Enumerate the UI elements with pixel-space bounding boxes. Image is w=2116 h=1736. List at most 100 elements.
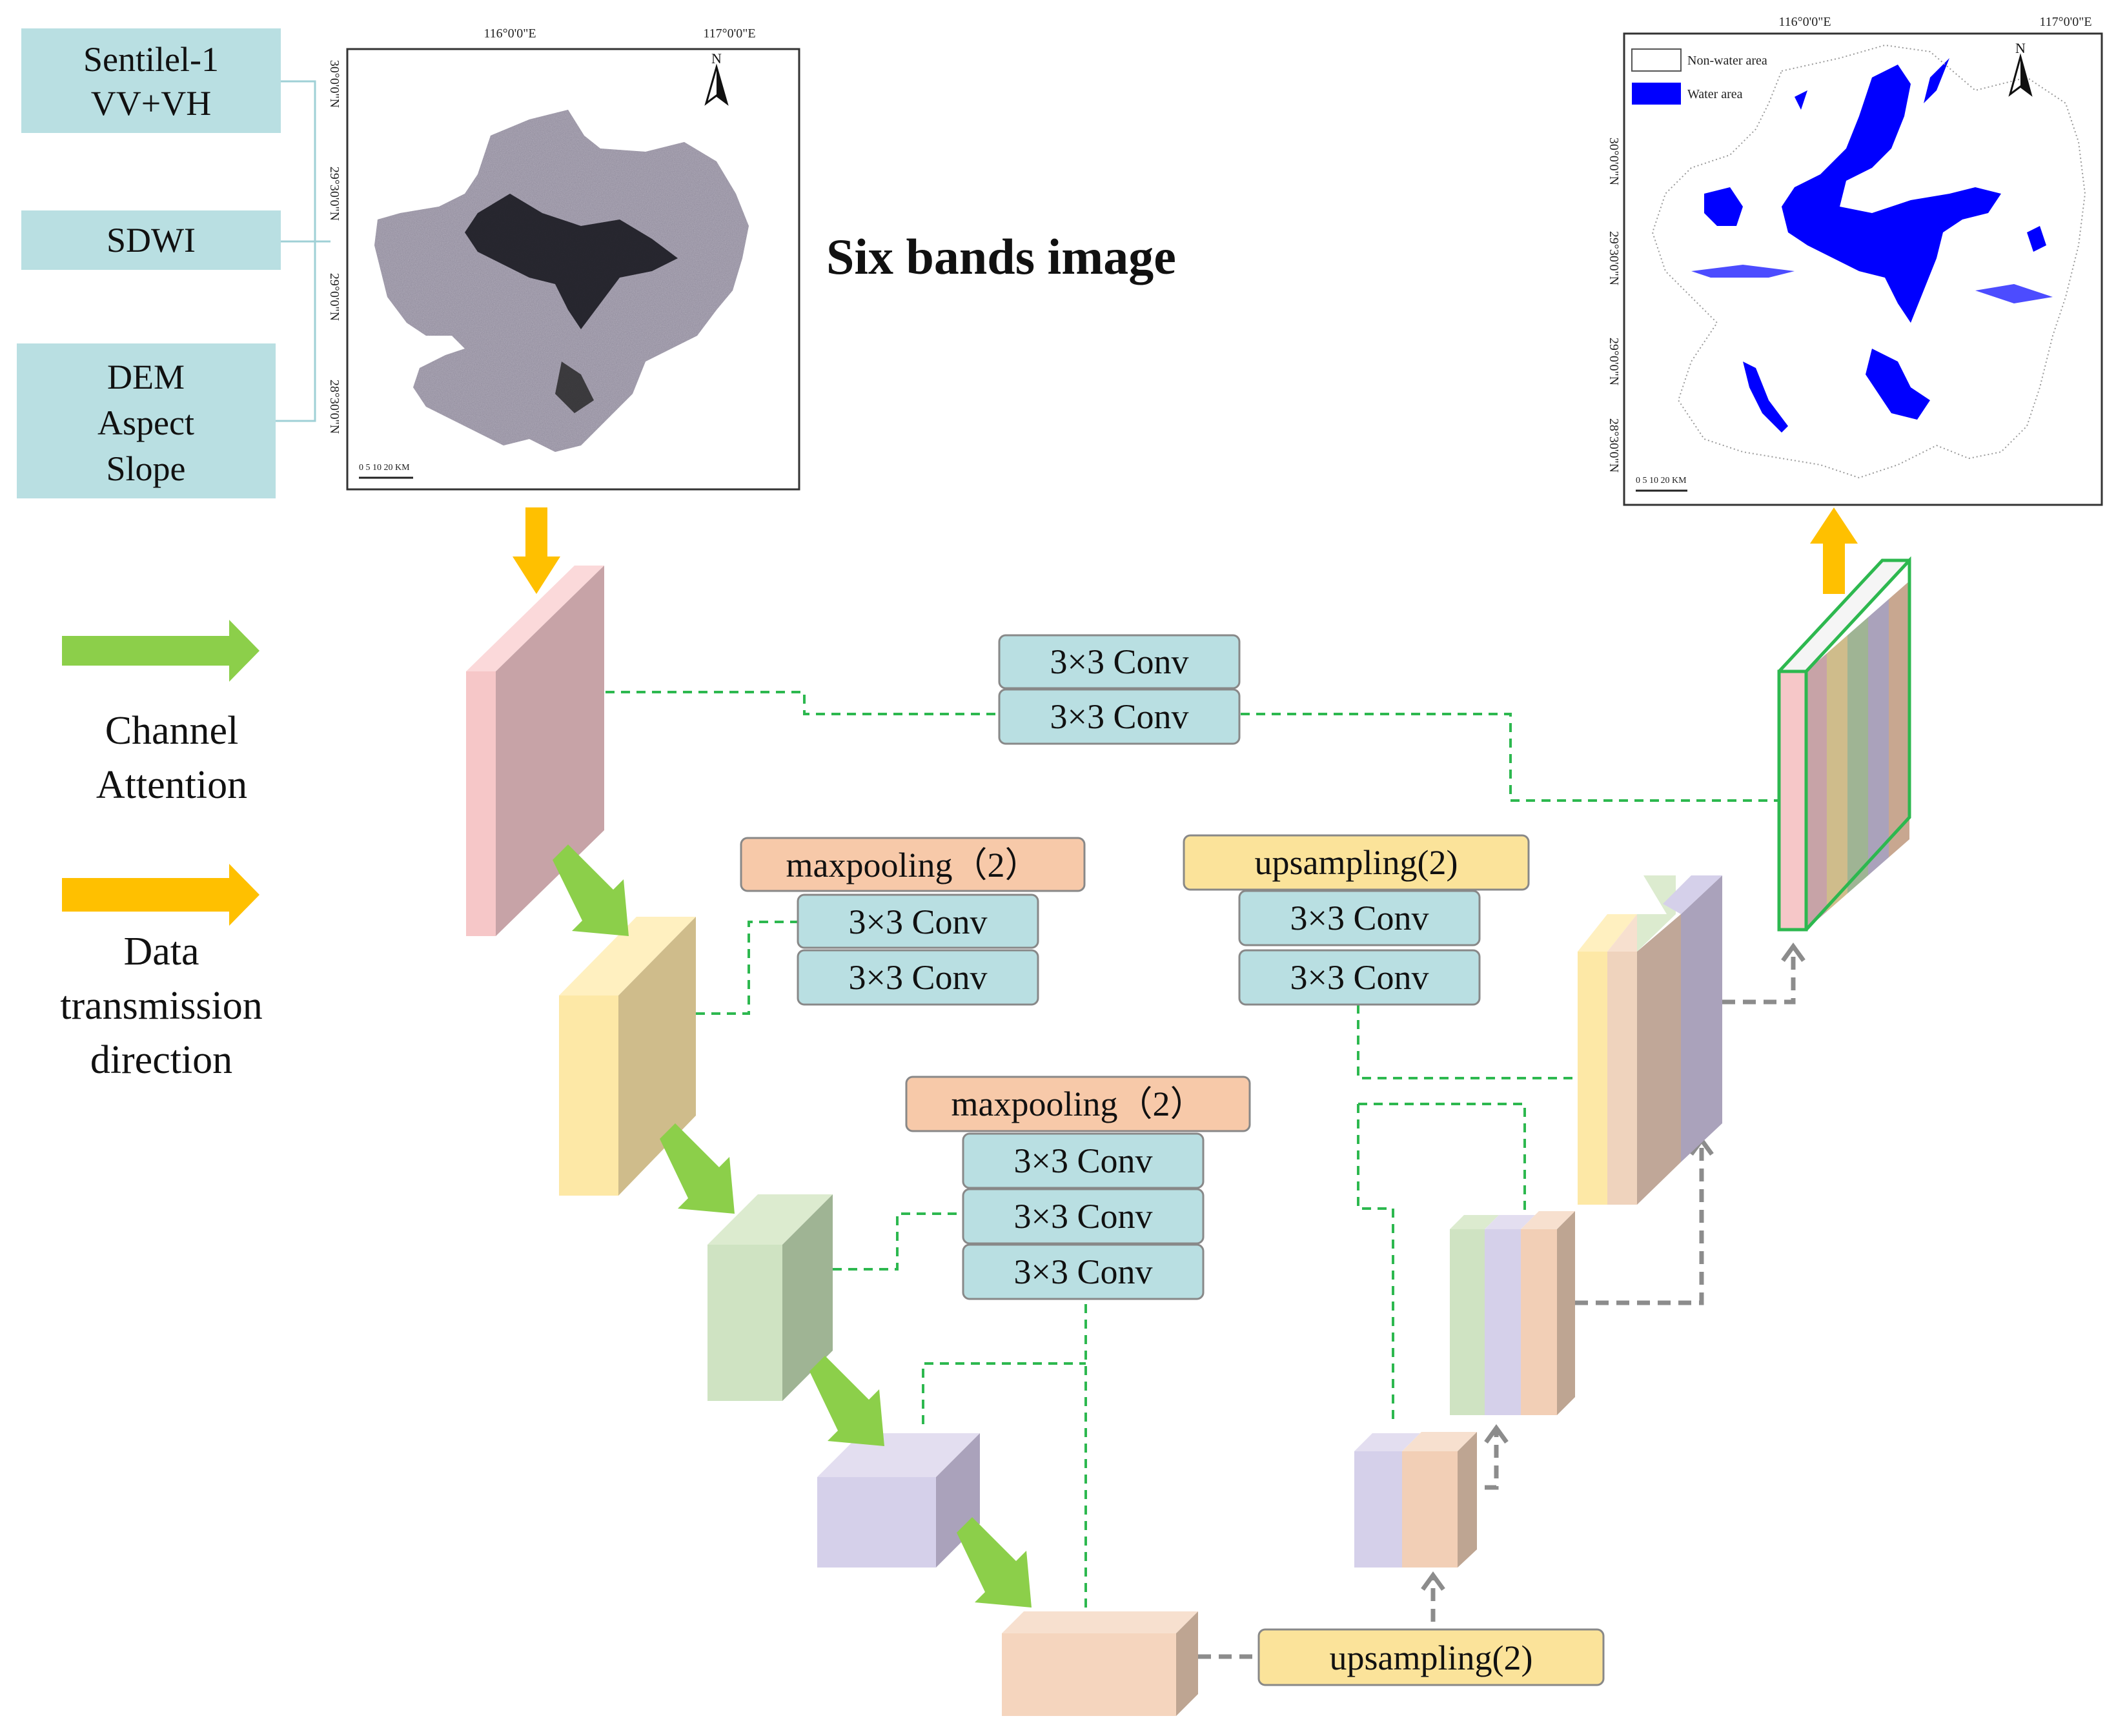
skip2-conv-a: 3×3 Conv — [849, 903, 988, 941]
skip2-conv-b-box — [797, 949, 1039, 1006]
data-line2: transmission — [60, 984, 262, 1028]
arrowhead-1-icon — [1421, 1571, 1445, 1591]
sentinel-box — [21, 28, 281, 133]
skip1-conv-a: 3×3 Conv — [1050, 642, 1189, 681]
skip-connections — [605, 691, 1779, 1627]
skip3-conv-a-box — [962, 1132, 1205, 1189]
output-map: 116°0'0"E 117°0'0"E 30°0'0"N 29°30'0"N 2… — [1607, 15, 2103, 506]
green-arrow-1-icon — [553, 844, 629, 936]
data-flow-arrows — [513, 507, 1858, 594]
arrowhead-2-icon — [1484, 1424, 1509, 1444]
dem-line3: Slope — [106, 449, 185, 488]
skip3-conv-a: 3×3 Conv — [1014, 1141, 1153, 1180]
skip-line-3 — [833, 1212, 963, 1271]
skip3-conv-b-box — [962, 1188, 1205, 1245]
upsample-bottom: upsampling(2) — [1330, 1639, 1533, 1677]
upsample-top-box — [1183, 834, 1530, 891]
up-conv-b-box — [1238, 949, 1481, 1006]
skip3-conv-c: 3×3 Conv — [1014, 1252, 1153, 1291]
maxpool1: maxpooling（2） — [786, 846, 1040, 884]
input-map-lat-1: 30°0'0"N — [327, 60, 341, 108]
arrow-legend: Channel Attention Data transmission dire… — [60, 620, 263, 1082]
maxpool1-box — [740, 837, 1086, 892]
output-map-lat-2: 29°30'0"N — [1607, 231, 1621, 285]
skip1-conv-b-box — [998, 688, 1241, 745]
op-boxes: 3×3 Conv 3×3 Conv maxpooling（2） 3×3 Conv… — [740, 634, 1605, 1686]
input-map-lake — [465, 194, 678, 329]
arrowhead-4-icon — [1781, 943, 1806, 963]
encoder-block-3 — [707, 1194, 833, 1401]
green-arrow-3-icon — [809, 1356, 884, 1446]
output-map-lat-3: 29°0'0"N — [1607, 338, 1621, 385]
encoder-block-1 — [466, 566, 604, 936]
green-arrow-4-icon — [957, 1517, 1032, 1608]
skip-line-1 — [605, 691, 1779, 802]
up-conv-a-box — [1238, 890, 1481, 946]
channel-line2: Attention — [96, 763, 247, 807]
output-map-north: N — [2015, 40, 2026, 56]
decoder — [1354, 556, 1911, 1568]
input-map-lon-1: 116°0'0"E — [483, 26, 536, 41]
input-map-lake-2 — [555, 362, 594, 413]
output-map-lon-2: 117°0'0"E — [2039, 15, 2091, 29]
sentinel-line2: VV+VH — [91, 84, 211, 123]
sdwi-label: SDWI — [107, 221, 196, 260]
decoder-block-2 — [1578, 875, 1722, 1205]
dem-line2: Aspect — [97, 403, 194, 442]
sentinel-line1: Sentilel-1 — [83, 40, 219, 79]
input-map-lat-2: 29°30'0"N — [327, 167, 341, 221]
input-down-arrow-icon — [513, 507, 560, 594]
input-boxes: Sentilel-1 VV+VH SDWI DEM Aspect Slope — [17, 28, 331, 498]
output-map-lat-1: 30°0'0"N — [1607, 138, 1621, 185]
up-conv-a: 3×3 Conv — [1290, 899, 1429, 937]
skip2-conv-b: 3×3 Conv — [849, 958, 988, 997]
decoder-block-4 — [1354, 1432, 1477, 1568]
legend-nonwater-label: Non-water area — [1687, 54, 1767, 68]
legend-water-label: Water area — [1687, 87, 1743, 101]
sdwi-box — [21, 210, 281, 270]
six-bands-label: Six bands image — [826, 229, 1176, 285]
channel-attention-arrows — [553, 844, 1032, 1608]
output-map-scale: 0 5 10 20 KM — [1636, 476, 1687, 485]
data-line3: direction — [90, 1038, 232, 1082]
gray-link-4 — [1575, 1143, 1704, 1305]
skip1-conv-a-box — [998, 634, 1241, 689]
up-conv-b: 3×3 Conv — [1290, 958, 1429, 997]
input-map-lat-3: 29°0'0"N — [327, 273, 341, 321]
output-block-outline — [1777, 556, 1911, 932]
skip3-conv-c-box — [962, 1243, 1205, 1300]
maxpool2: maxpooling（2） — [951, 1085, 1205, 1123]
skip-line-4 — [922, 1304, 1087, 1627]
maxpool2-box — [905, 1076, 1251, 1132]
legend-water-swatch — [1632, 83, 1681, 105]
input-map-scale: 0 5 10 20 KM — [359, 463, 410, 473]
upsample-arrows — [1198, 949, 1796, 1659]
output-up-arrow-icon — [1810, 507, 1858, 594]
green-arrow-2-icon — [660, 1123, 735, 1214]
input-bracket — [276, 80, 331, 422]
north-arrow-fill-icon — [717, 67, 727, 103]
dem-line1: DEM — [107, 358, 185, 396]
skip-up-1 — [1357, 1005, 1606, 1424]
output-map-lat-4: 28°30'0"N — [1607, 418, 1621, 473]
channel-line1: Channel — [105, 709, 239, 753]
upsample-bottom-box — [1257, 1628, 1605, 1686]
skip1-conv-b: 3×3 Conv — [1050, 697, 1189, 736]
dem-box — [17, 343, 276, 498]
skip3-conv-b: 3×3 Conv — [1014, 1197, 1153, 1236]
upsample-arrowheads — [1421, 943, 1806, 1591]
data-transmission-arrow-icon — [62, 864, 259, 926]
input-map-lon-2: 117°0'0"E — [703, 26, 755, 41]
output-north-arrow-fill-icon — [2020, 57, 2031, 94]
legend-nonwater-swatch — [1631, 48, 1682, 72]
input-map-north: N — [711, 50, 722, 66]
encoder-block-4 — [817, 1433, 980, 1568]
output-map-lon-1: 116°0'0"E — [1778, 15, 1831, 29]
gray-link-5 — [1722, 949, 1796, 1005]
input-map: 116°0'0"E 117°0'0"E 30°0'0"N 29°30'0"N 2… — [327, 26, 1176, 491]
bottleneck-block — [1002, 1611, 1198, 1716]
data-line1: Data — [123, 930, 199, 974]
skip-line-2 — [696, 921, 798, 1015]
